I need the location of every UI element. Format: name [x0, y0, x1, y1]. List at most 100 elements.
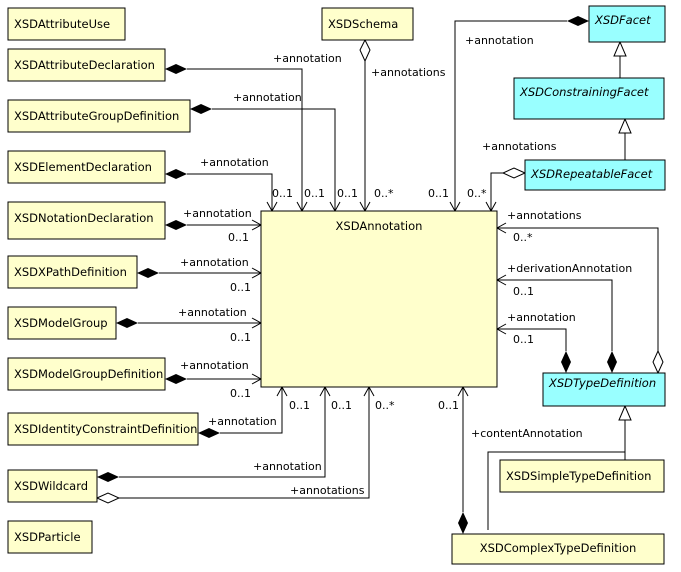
class-xsd-repeatable-facet[interactable]: XSDRepeatableFacet — [524, 159, 666, 191]
edge-attribute-group-definition — [212, 108, 341, 213]
class-name: XSDConstrainingFacet — [519, 85, 649, 99]
class-name: XSDSimpleTypeDefinition — [506, 469, 651, 483]
role-label: +annotation — [183, 207, 252, 220]
class-xsd-simple-type-definition[interactable]: XSDSimpleTypeDefinition — [499, 459, 665, 493]
role-label: +annotation — [233, 91, 302, 104]
inheritance-triangle — [618, 117, 632, 134]
composition-diamond — [567, 16, 589, 26]
composition-diamond — [458, 512, 468, 534]
aggregation-diamond — [501, 167, 527, 179]
class-boxes: XSDAttributeUse XSDAttributeDeclaration … — [7, 5, 666, 565]
multiplicity: 0..1 — [304, 187, 325, 200]
composition-diamond — [165, 64, 187, 74]
class-xsd-identity-constraint-definition[interactable]: XSDIdentityConstraintDefinition — [7, 412, 199, 446]
role-label: +annotations — [290, 484, 365, 497]
role-label: +derivationAnnotation — [507, 262, 632, 275]
class-name: XSDElementDeclaration — [14, 160, 152, 174]
class-name: XSDModelGroupDefinition — [14, 367, 163, 381]
class-name: XSDAttributeGroupDefinition — [14, 109, 179, 123]
class-xsd-notation-declaration[interactable]: XSDNotationDeclaration — [7, 201, 166, 240]
inheritance-triangle — [618, 404, 632, 421]
edge-type-def-derivation — [495, 274, 613, 351]
multiplicity: 0..1 — [230, 387, 251, 400]
role-label: +annotation — [507, 311, 576, 324]
role-label: +annotations — [482, 140, 557, 153]
class-name: XSDAttributeUse — [14, 17, 110, 31]
multiplicity: 0..1 — [438, 399, 459, 412]
class-xsd-schema[interactable]: XSDSchema — [321, 7, 414, 41]
class-name: XSDNotationDeclaration — [14, 211, 154, 225]
multiplicity: 0..1 — [230, 281, 251, 294]
class-xsd-attribute-use[interactable]: XSDAttributeUse — [7, 7, 126, 41]
class-xsd-constraining-facet[interactable]: XSDConstrainingFacet — [513, 77, 665, 120]
edge-attribute-declaration — [187, 68, 308, 213]
aggregation-diamond — [652, 349, 664, 375]
multiplicity: 0..* — [467, 187, 487, 200]
composition-diamond — [165, 374, 187, 384]
composition-diamond — [116, 318, 138, 328]
role-label: +annotation — [273, 52, 342, 65]
class-xsd-xpath-definition[interactable]: XSDXPathDefinition — [7, 255, 138, 289]
composition-diamond — [198, 428, 220, 438]
role-label: +annotation — [178, 306, 247, 319]
composition-diamond — [137, 268, 159, 278]
inheritance-triangle — [613, 40, 627, 57]
generalization-complex-to-type — [487, 451, 625, 530]
class-xsd-model-group-definition[interactable]: XSDModelGroupDefinition — [7, 357, 166, 391]
class-name: XSDParticle — [14, 530, 81, 544]
edge-labels: +annotation +annotation +annotation +ann… — [178, 34, 632, 497]
class-xsd-annotation[interactable]: XSDAnnotation — [260, 210, 498, 388]
multiplicity: 0..* — [513, 231, 533, 244]
composition-diamond — [165, 169, 187, 179]
edge-wildcard-annotations — [119, 385, 375, 499]
multiplicity-labels: 0..1 0..1 0..1 0..* 0..1 0..* 0..1 0..1 … — [228, 187, 534, 412]
aggregation-diamond — [95, 492, 121, 504]
class-name: XSDAttributeDeclaration — [14, 58, 155, 72]
role-label: +annotation — [465, 34, 534, 47]
class-name: XSDSchema — [328, 17, 398, 31]
composition-diamond — [190, 104, 212, 114]
class-name: XSDModelGroup — [14, 316, 108, 330]
class-xsd-element-declaration[interactable]: XSDElementDeclaration — [7, 150, 166, 184]
composition-diamond — [607, 351, 617, 373]
multiplicity: 0..1 — [228, 231, 249, 244]
role-label: +annotations — [507, 209, 582, 222]
class-xsd-attribute-declaration[interactable]: XSDAttributeDeclaration — [7, 48, 166, 82]
class-xsd-model-group[interactable]: XSDModelGroup — [7, 306, 117, 340]
associations — [95, 16, 664, 534]
role-label: +contentAnnotation — [471, 427, 583, 440]
class-name: XSDTypeDefinition — [548, 376, 656, 390]
multiplicity: 0..* — [374, 187, 394, 200]
role-label: +annotation — [180, 256, 249, 269]
multiplicity: 0..1 — [230, 331, 251, 344]
class-xsd-complex-type-definition[interactable]: XSDComplexTypeDefinition — [451, 533, 665, 565]
class-name: XSDAnnotation — [336, 219, 423, 233]
edge-type-def-annotations — [495, 222, 659, 351]
multiplicity: 0..1 — [513, 285, 534, 298]
class-xsd-type-definition[interactable]: XSDTypeDefinition — [542, 372, 666, 407]
multiplicity: 0..1 — [272, 187, 293, 200]
edge-element-declaration — [187, 173, 278, 213]
multiplicity: 0..1 — [428, 187, 449, 200]
class-name: XSDWildcard — [14, 479, 88, 493]
role-label: +annotation — [200, 156, 269, 169]
edge-facet — [449, 20, 567, 213]
edge-type-def-annotation — [495, 323, 567, 351]
role-label: +annotation — [208, 415, 277, 428]
class-xsd-wildcard[interactable]: XSDWildcard — [7, 469, 98, 503]
multiplicity: 0..1 — [289, 399, 310, 412]
multiplicity: 0..1 — [337, 187, 358, 200]
composition-diamond — [97, 472, 119, 482]
class-xsd-attribute-group-definition[interactable]: XSDAttributeGroupDefinition — [7, 99, 191, 133]
class-xsd-facet[interactable]: XSDFacet — [588, 5, 666, 43]
role-label: +annotation — [180, 359, 249, 372]
class-name: XSDFacet — [594, 13, 651, 27]
class-name: XSDIdentityConstraintDefinition — [14, 422, 197, 436]
class-xsd-particle[interactable]: XSDParticle — [7, 520, 93, 554]
class-name: XSDComplexTypeDefinition — [480, 541, 637, 555]
edge-repeatable-facet — [485, 172, 503, 213]
class-name: XSDXPathDefinition — [14, 265, 127, 279]
multiplicity: 0..* — [375, 399, 395, 412]
role-label: +annotations — [371, 66, 446, 79]
